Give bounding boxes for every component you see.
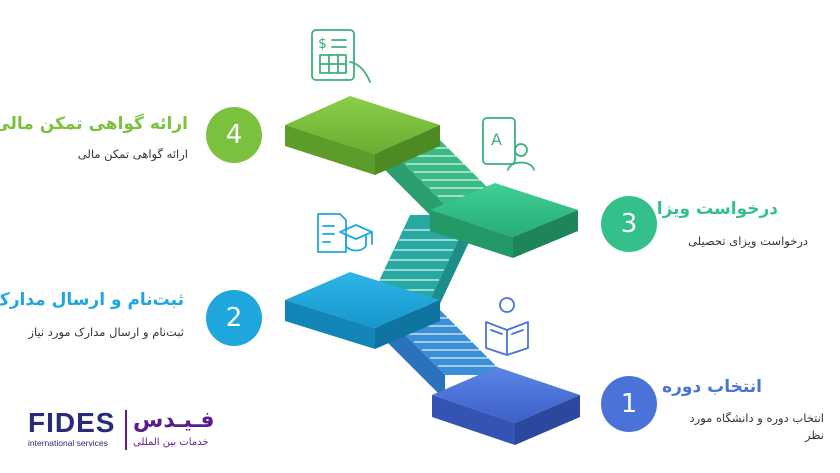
step-3-number: 3 xyxy=(601,196,657,252)
platform-1 xyxy=(432,367,580,445)
logo-latin-subtitle: international services xyxy=(28,438,108,448)
logo-divider xyxy=(125,410,127,450)
logo-latin-text: FIDES xyxy=(28,407,116,438)
logo-persian-text: فـیـدس xyxy=(133,408,215,433)
svg-text:$: $ xyxy=(318,36,327,52)
step-4-description: ارائه گواهی تمکن مالی xyxy=(77,147,188,161)
step-4-number: 4 xyxy=(206,107,262,163)
step-1-number: 1 xyxy=(601,376,657,432)
svg-text:A: A xyxy=(491,130,502,149)
reading-person-icon xyxy=(485,297,529,356)
platform-3 xyxy=(430,183,578,258)
graduation-document-icon xyxy=(317,213,373,253)
visa-application-icon: A xyxy=(482,117,535,171)
step-1-description: انتخاب دوره و دانشگاه مورد نظر xyxy=(689,411,824,442)
logo-persian-subtitle: خدمات بین المللی xyxy=(133,437,209,448)
step-4-title: ارائه گواهی تمکن مالی xyxy=(0,114,188,134)
step-1-title: انتخاب دوره xyxy=(662,377,762,397)
step-2-number: 2 xyxy=(206,290,262,346)
platform-2 xyxy=(285,272,440,349)
step-2-description: ثبت‌نام و ارسال مدارک مورد نیاز xyxy=(28,325,184,339)
stairs-2-to-3 xyxy=(370,215,470,325)
step-3-description: درخواست ویزای تحصیلی xyxy=(688,234,808,248)
step-2-title: ثبت‌نام و ارسال مدارک xyxy=(0,290,184,310)
platform-4 xyxy=(285,96,440,175)
step-3-title: درخواست ویزا xyxy=(656,199,778,219)
financial-certificate-icon: $ xyxy=(311,29,371,83)
